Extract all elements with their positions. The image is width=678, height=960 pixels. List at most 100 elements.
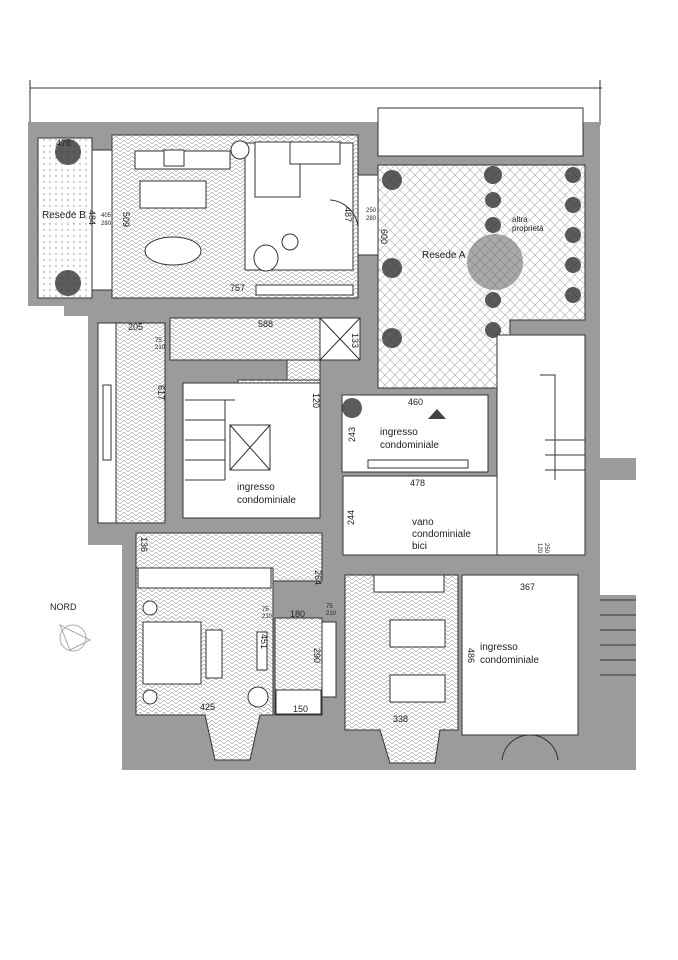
plan-shape — [382, 258, 402, 278]
dim: 250 — [543, 543, 549, 554]
hanger-rail — [102, 384, 112, 461]
tree-icon — [467, 234, 523, 290]
dim: 75 — [155, 338, 162, 344]
plan-shape — [485, 292, 501, 308]
dim: 210 — [326, 611, 337, 617]
room-ingresso-condominiale-2 — [341, 394, 489, 473]
plan-shape — [59, 624, 87, 652]
plan-shape — [565, 257, 581, 273]
bench — [367, 459, 469, 469]
upper-courtyard-strip — [377, 107, 584, 157]
label-ingresso-3a: ingresso — [480, 642, 518, 653]
compass-label: NORD — [50, 602, 77, 612]
room-ingresso-condominiale-3 — [461, 574, 579, 736]
dim: 210 — [262, 614, 273, 620]
plan-shape — [485, 322, 501, 338]
outside-area — [600, 480, 636, 595]
dim: 617 — [156, 385, 166, 400]
dim: 451 — [259, 634, 269, 649]
plan-shape — [565, 197, 581, 213]
plants-icon — [382, 166, 581, 348]
room-bathroom-top — [169, 317, 321, 361]
label-bici-3: bici — [412, 541, 427, 552]
plan-shape — [565, 287, 581, 303]
dim: 478 — [56, 138, 71, 148]
dim: 150 — [293, 704, 308, 714]
plan-shape — [319, 317, 361, 361]
dim: 425 — [200, 702, 215, 712]
dim: 405 — [101, 213, 112, 219]
dim: 757 — [230, 283, 245, 293]
bench — [205, 629, 223, 679]
dresser — [256, 631, 268, 671]
wardrobe — [321, 621, 337, 698]
side-table — [281, 233, 299, 251]
dim: 460 — [408, 397, 423, 407]
dim: 180 — [290, 609, 305, 619]
single-bed — [389, 674, 446, 703]
dim: 338 — [393, 714, 408, 724]
dim: 280 — [101, 221, 112, 227]
door-swing — [329, 199, 359, 229]
window-door — [357, 174, 379, 256]
label-resede-b: Resede B — [42, 210, 86, 221]
plan-shape — [55, 139, 81, 165]
sofa-back — [289, 141, 341, 165]
plan-shape — [185, 399, 235, 481]
plan-shape — [59, 623, 92, 651]
label-bici-2: condominiale — [412, 529, 471, 540]
arrow-icon — [428, 409, 446, 419]
lamp-icon — [142, 689, 158, 705]
plan-shape — [484, 166, 502, 184]
single-bed — [389, 619, 446, 648]
shower — [275, 689, 322, 715]
plan-shape — [485, 217, 501, 233]
dim: 600 — [379, 229, 389, 244]
dim: 484 — [87, 210, 97, 225]
dim: 280 — [366, 216, 377, 222]
dim: 210 — [155, 345, 166, 351]
tv-unit — [255, 284, 354, 296]
kitchen-island — [139, 180, 207, 209]
dim: 486 — [466, 648, 476, 663]
dim: 367 — [520, 582, 535, 592]
room-bedroom-1 — [135, 567, 274, 761]
dim: 136 — [139, 537, 149, 552]
dim: 478 — [410, 478, 425, 488]
dining-table — [144, 236, 202, 266]
room-vano-bici — [342, 475, 498, 556]
label-ingresso-2b: condominiale — [380, 440, 439, 451]
label-ingresso-2a: ingresso — [380, 427, 418, 438]
stairs-icon — [540, 374, 585, 480]
dim: 250 — [366, 208, 377, 214]
sheet-border-lines — [29, 80, 602, 125]
entrance-door[interactable] — [501, 734, 559, 761]
label-ingresso-1a: ingresso — [237, 482, 275, 493]
lamp-icon — [142, 600, 158, 616]
armchair — [253, 244, 279, 272]
plant-icon — [342, 398, 362, 418]
plan-shape — [485, 192, 501, 208]
dim: 290 — [312, 648, 322, 663]
stairs-icon — [185, 399, 235, 481]
dim: 120 — [536, 543, 542, 554]
dim: 75 — [326, 604, 333, 610]
dim: 205 — [128, 322, 143, 332]
bath-passage — [286, 359, 321, 383]
label-ingresso-1b: condominiale — [237, 495, 296, 506]
wardrobe — [137, 567, 272, 589]
outside-stairs — [600, 599, 636, 676]
plan-shape — [565, 227, 581, 243]
dim: 75 — [262, 607, 269, 613]
plan-shape — [565, 167, 581, 183]
dim: 264 — [313, 570, 323, 585]
dim: 487 — [343, 207, 353, 222]
plan-shape — [382, 328, 402, 348]
dim: 120 — [311, 393, 321, 408]
dim: 509 — [121, 212, 131, 227]
double-bed — [142, 621, 202, 685]
label-altra-1: altra — [512, 215, 528, 224]
desk — [373, 574, 445, 593]
stove-icon — [163, 149, 185, 167]
label-altra-2: proprietà — [512, 224, 544, 233]
